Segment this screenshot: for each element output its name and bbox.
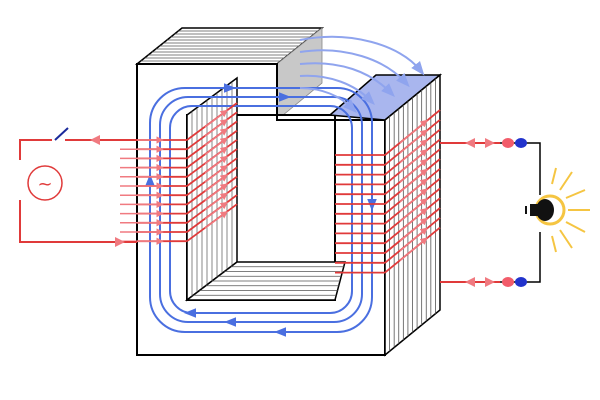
secondary-current-arrow bbox=[399, 237, 428, 262]
lamp-glow-rays bbox=[551, 167, 590, 253]
core-left-laminations bbox=[140, 30, 319, 62]
secondary-current-arrow bbox=[399, 139, 428, 164]
primary-current-arrow bbox=[204, 164, 228, 183]
secondary-current-arrow bbox=[399, 129, 428, 154]
secondary-current-arrow bbox=[399, 207, 428, 232]
primary-current-arrow bbox=[204, 155, 228, 174]
secondary-current-arrow bbox=[399, 148, 428, 173]
ac-source-icon[interactable]: ~ bbox=[27, 165, 63, 201]
core-window-laminations bbox=[191, 81, 344, 297]
switch-icon[interactable] bbox=[54, 127, 69, 141]
primary-current-arrow bbox=[204, 210, 228, 229]
secondary-current-arrow bbox=[399, 227, 428, 252]
primary-current-arrow bbox=[204, 109, 228, 128]
secondary-current-arrow bbox=[399, 178, 428, 203]
terminals bbox=[502, 138, 527, 287]
secondary-circuit bbox=[440, 138, 590, 287]
primary-current-arrow bbox=[204, 183, 228, 202]
primary-current-arrow bbox=[204, 146, 228, 165]
secondary-current-arrow bbox=[399, 168, 428, 193]
magnetic-flux-loops bbox=[145, 35, 425, 337]
secondary-winding bbox=[335, 109, 441, 274]
primary-current-arrow bbox=[204, 201, 228, 220]
primary-current-arrow bbox=[204, 174, 228, 192]
transformer-core bbox=[134, 27, 443, 357]
secondary-current-arrow bbox=[399, 158, 428, 183]
primary-current-arrow bbox=[204, 137, 228, 156]
primary-current-arrow bbox=[204, 118, 228, 137]
ac-source-symbol: ~ bbox=[37, 174, 52, 195]
secondary-current-arrow bbox=[399, 197, 428, 222]
primary-current-arrow bbox=[204, 192, 228, 211]
primary-current-arrow bbox=[204, 128, 228, 146]
secondary-current-arrow bbox=[399, 119, 428, 144]
secondary-current-arrow bbox=[399, 188, 428, 213]
secondary-current-arrow bbox=[399, 217, 428, 242]
primary-circuit: ~ bbox=[19, 127, 137, 247]
lamp-icon[interactable] bbox=[525, 167, 590, 253]
